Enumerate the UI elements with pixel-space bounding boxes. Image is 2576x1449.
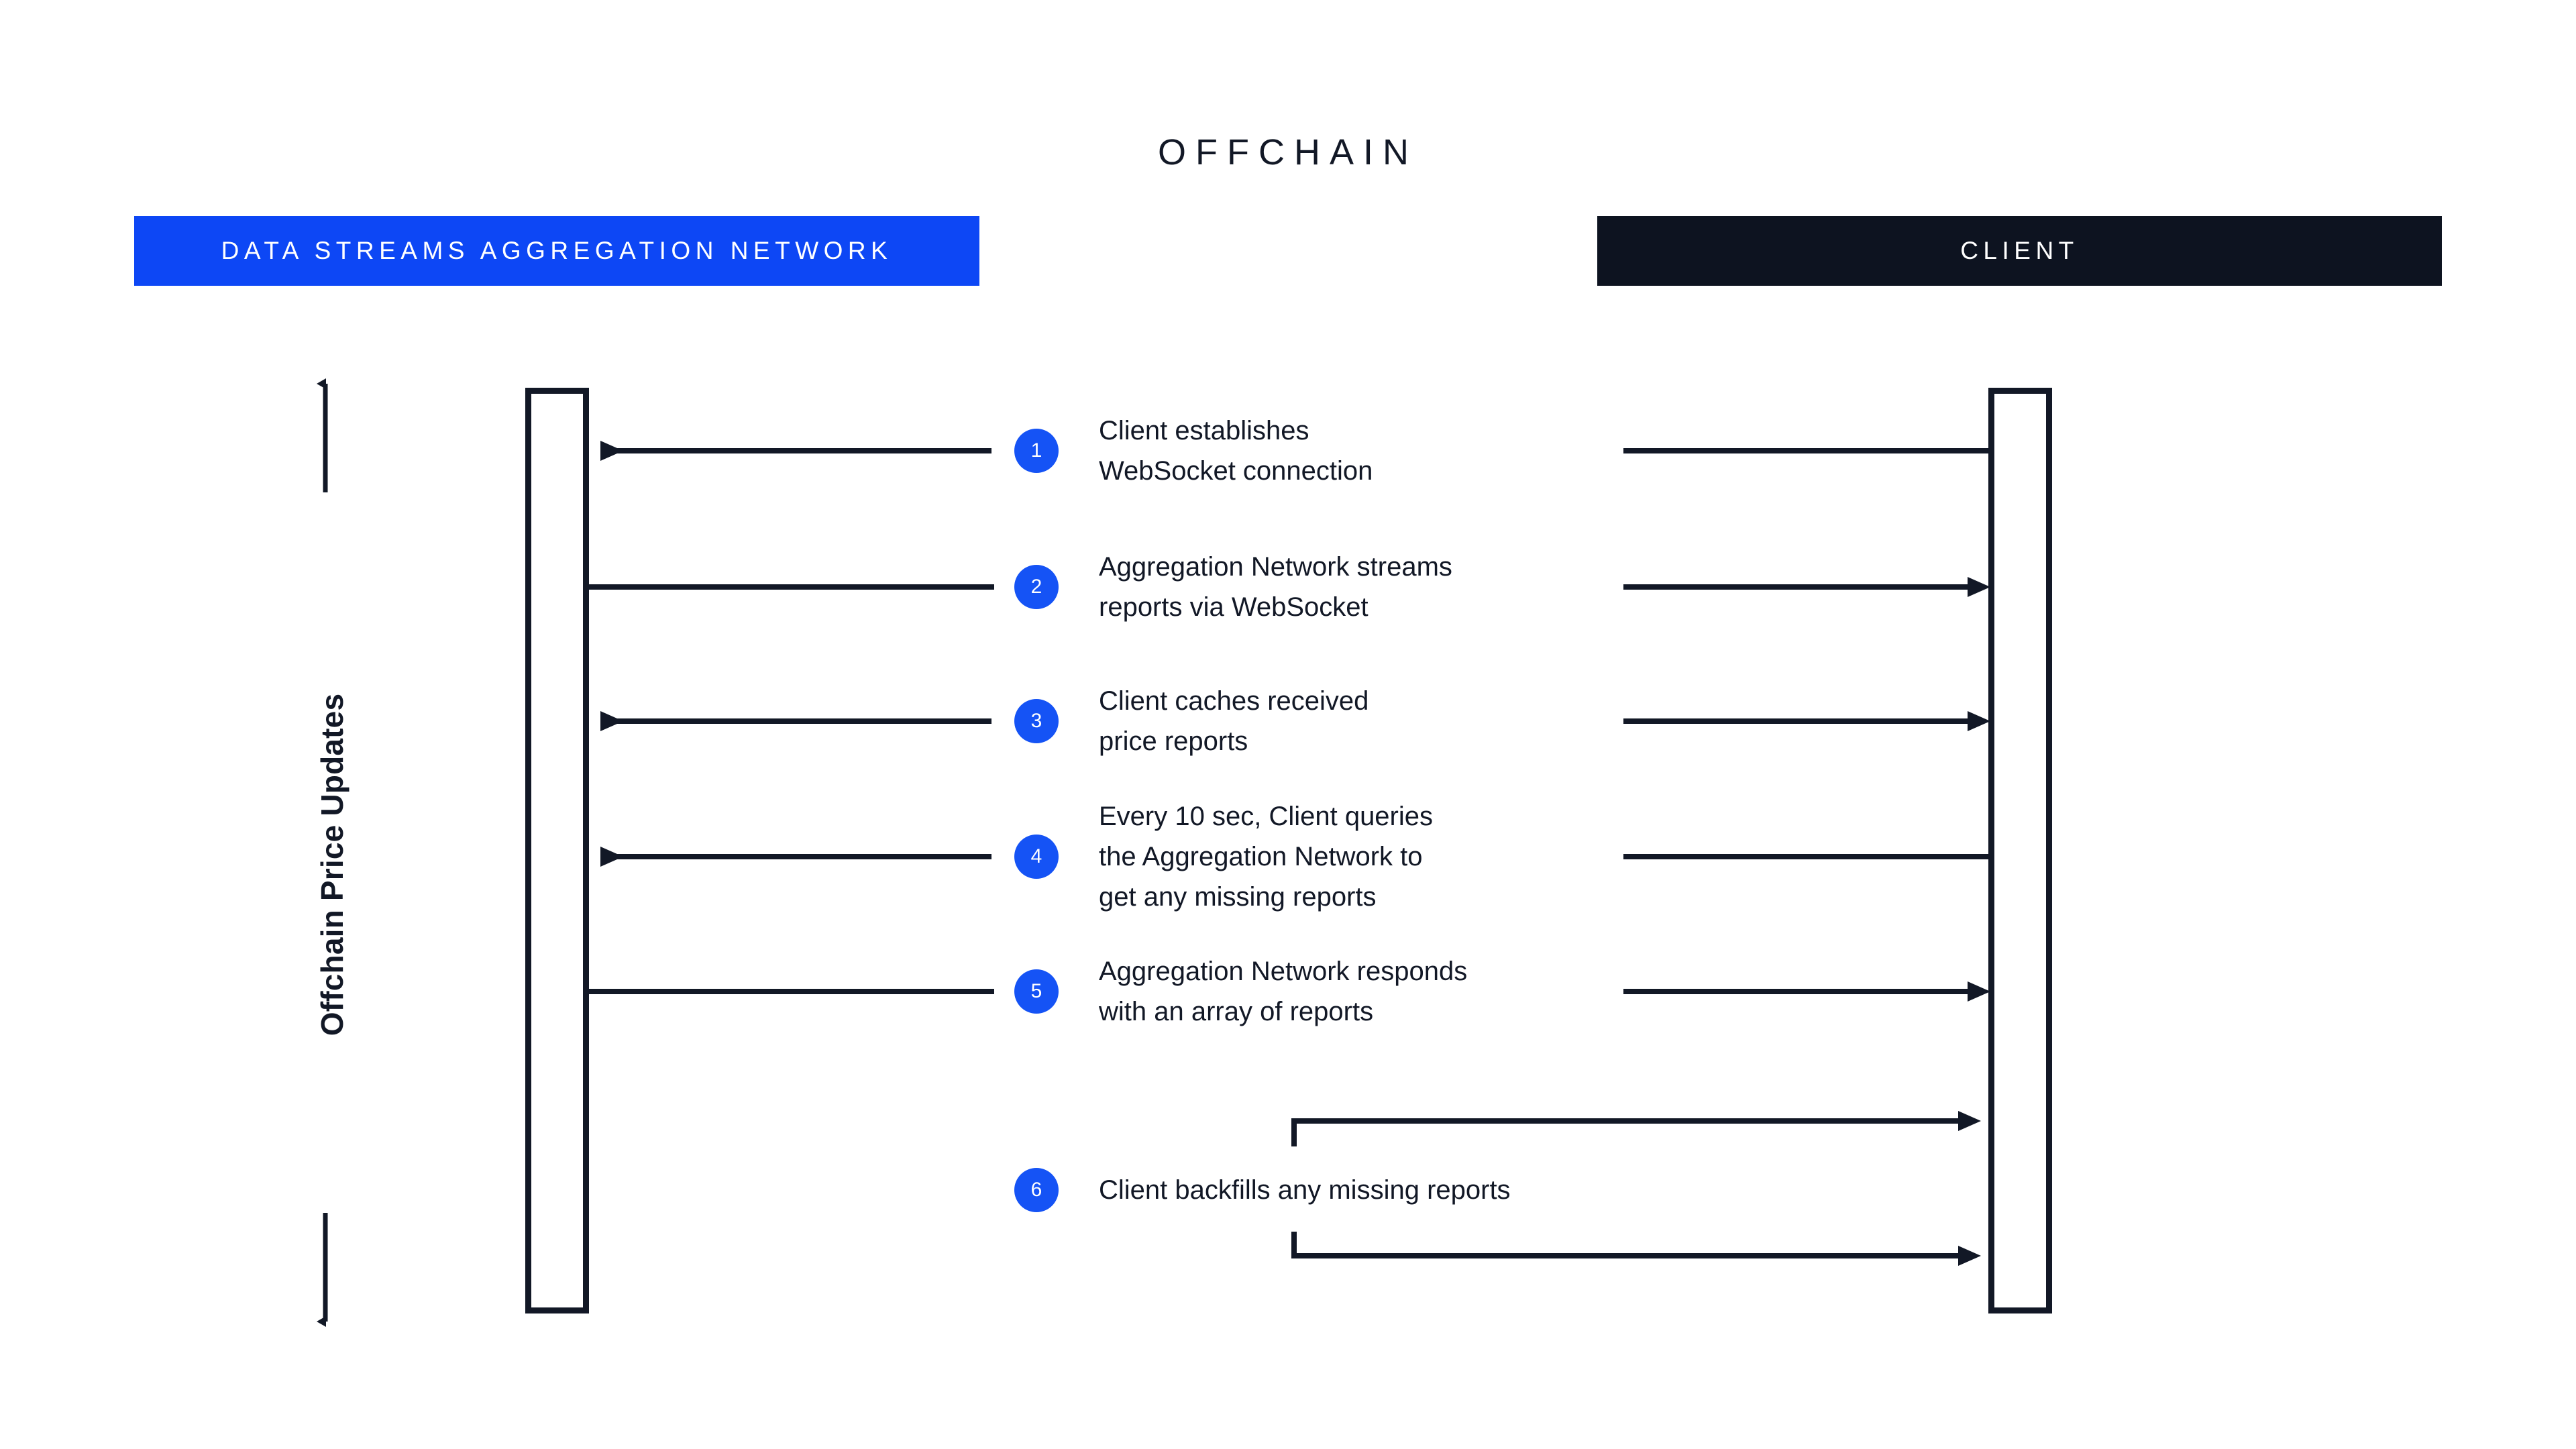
- step-badge-1: 1: [1014, 429, 1059, 473]
- step-badge-3: 3: [1014, 699, 1059, 743]
- diagram-title: OFFCHAIN: [1158, 132, 1418, 172]
- step-text-line: Aggregation Network responds: [1099, 957, 1468, 986]
- step-text-3: Client caches received price reports: [1099, 681, 1609, 761]
- lane-header-aggregation-network: DATA STREAMS AGGREGATION NETWORK: [134, 216, 979, 286]
- step-number: 4: [1030, 845, 1042, 867]
- lane-header-label: CLIENT: [1960, 237, 2079, 264]
- step-number: 5: [1030, 980, 1042, 1002]
- step-badge-2: 2: [1014, 565, 1059, 609]
- step-text-line: Every 10 sec, Client queries: [1099, 802, 1434, 831]
- step-text-line: Client caches received: [1099, 686, 1369, 716]
- lane-header-label: DATA STREAMS AGGREGATION NETWORK: [221, 237, 893, 264]
- step-text-line: Aggregation Network streams: [1099, 552, 1452, 582]
- lifeline-aggregation-network: [525, 388, 589, 1313]
- lane-header-client: CLIENT: [1597, 216, 2442, 286]
- step-text-5: Aggregation Network responds with an arr…: [1099, 951, 1609, 1032]
- step-text-line: get any missing reports: [1099, 882, 1377, 912]
- lifeline-client: [1988, 388, 2052, 1313]
- step-text-2: Aggregation Network streams reports via …: [1099, 547, 1609, 627]
- step-text-1: Client establishes WebSocket connection: [1099, 411, 1609, 491]
- step-text-6: Client backfills any missing reports: [1099, 1170, 1703, 1210]
- step-text-4: Every 10 sec, Client queries the Aggrega…: [1099, 796, 1609, 917]
- step-text-line: with an array of reports: [1099, 997, 1374, 1026]
- step-number: 2: [1030, 576, 1042, 598]
- time-axis: Offchain Price Updates: [285, 373, 366, 1334]
- step-text-line: the Aggregation Network to: [1099, 842, 1423, 871]
- step-text-line: price reports: [1099, 727, 1248, 756]
- step-badge-4: 4: [1014, 835, 1059, 879]
- step-text-line: Client backfills any missing reports: [1099, 1175, 1511, 1205]
- step-text-line: WebSocket connection: [1099, 456, 1373, 486]
- step-number: 1: [1030, 439, 1042, 462]
- step-number: 6: [1030, 1179, 1042, 1201]
- step-text-line: reports via WebSocket: [1099, 592, 1368, 622]
- time-axis-label: Offchain Price Updates: [315, 693, 350, 1036]
- step-badge-5: 5: [1014, 969, 1059, 1014]
- step-text-line: Client establishes: [1099, 416, 1309, 445]
- step-badge-6: 6: [1014, 1168, 1059, 1212]
- step-number: 3: [1030, 710, 1042, 732]
